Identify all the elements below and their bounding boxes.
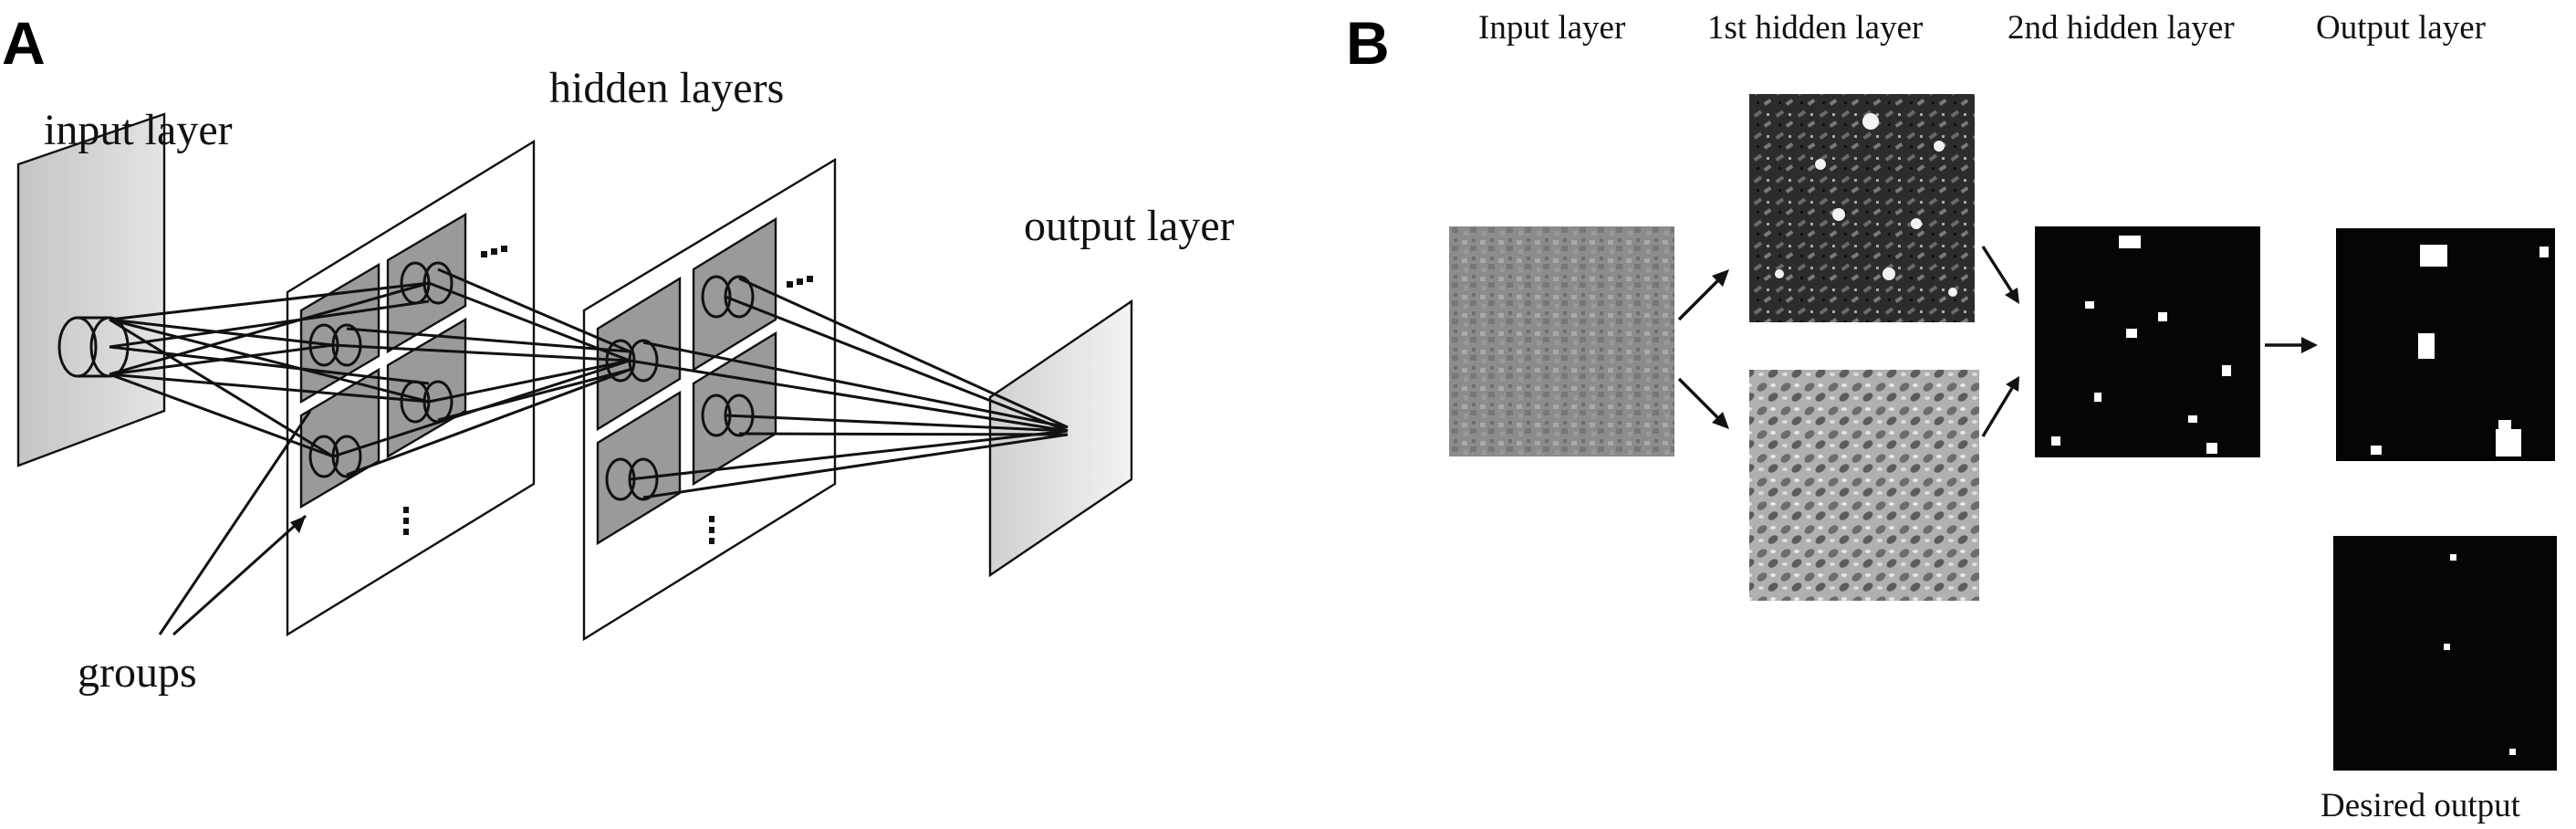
column-label-1st-hidden-layer: 1st hidden layer	[1707, 9, 1923, 47]
arrow-input-to-hidden1a	[1677, 269, 1729, 321]
hidden2-map-spots	[2051, 236, 2231, 454]
column-label-2nd-hidden-layer: 2nd hidden layer	[2008, 9, 2235, 47]
groups-pointer-lines	[158, 410, 312, 636]
hidden1-group-a	[299, 262, 381, 404]
column-label-input-layer: Input layer	[1478, 9, 1625, 47]
desired-output-map	[2333, 536, 2557, 771]
label-desired-output: Desired output	[2320, 787, 2521, 824]
hidden1-ellipsis-dots	[403, 246, 507, 535]
connections-input-hidden1	[109, 281, 430, 458]
desired-output-spots	[2444, 554, 2516, 755]
label-groups: groups	[78, 648, 197, 697]
column-label-output-layer: Output layer	[2316, 9, 2486, 47]
hidden1-map-a	[1749, 94, 1975, 322]
hidden2-ellipsis-dots	[709, 276, 813, 544]
hidden1-map-b	[1749, 370, 1979, 601]
input-layer-plane	[16, 112, 166, 467]
input-cylinder	[57, 316, 130, 378]
arrow-hidden2-to-output	[2265, 337, 2318, 353]
hidden2-map	[2035, 226, 2260, 457]
arrow-input-to-hidden1b	[1677, 377, 1729, 429]
panel-a-letter: A	[2, 9, 46, 77]
output-layer-plane	[988, 299, 1133, 578]
label-output-layer: output layer	[1024, 202, 1235, 250]
groups-pointer-arrowhead	[290, 516, 306, 533]
output-map	[2336, 228, 2555, 461]
panel-b-letter: B	[1346, 9, 1390, 77]
connections-hidden2-output	[629, 277, 1069, 499]
input-map	[1449, 226, 1674, 456]
hidden2-group-b	[692, 216, 777, 373]
hidden2-group-a	[596, 276, 682, 432]
output-map-spots	[2371, 245, 2549, 456]
hidden1-map-a-bright-spots	[1775, 113, 1957, 297]
arrow-hidden1b-to-hidden2	[1981, 376, 2019, 437]
connections-hidden1-hidden2	[332, 268, 631, 477]
arrow-hidden1a-to-hidden2	[1981, 246, 2019, 304]
label-hidden-layers: hidden layers	[549, 64, 784, 112]
label-input-layer: input layer	[44, 106, 233, 154]
